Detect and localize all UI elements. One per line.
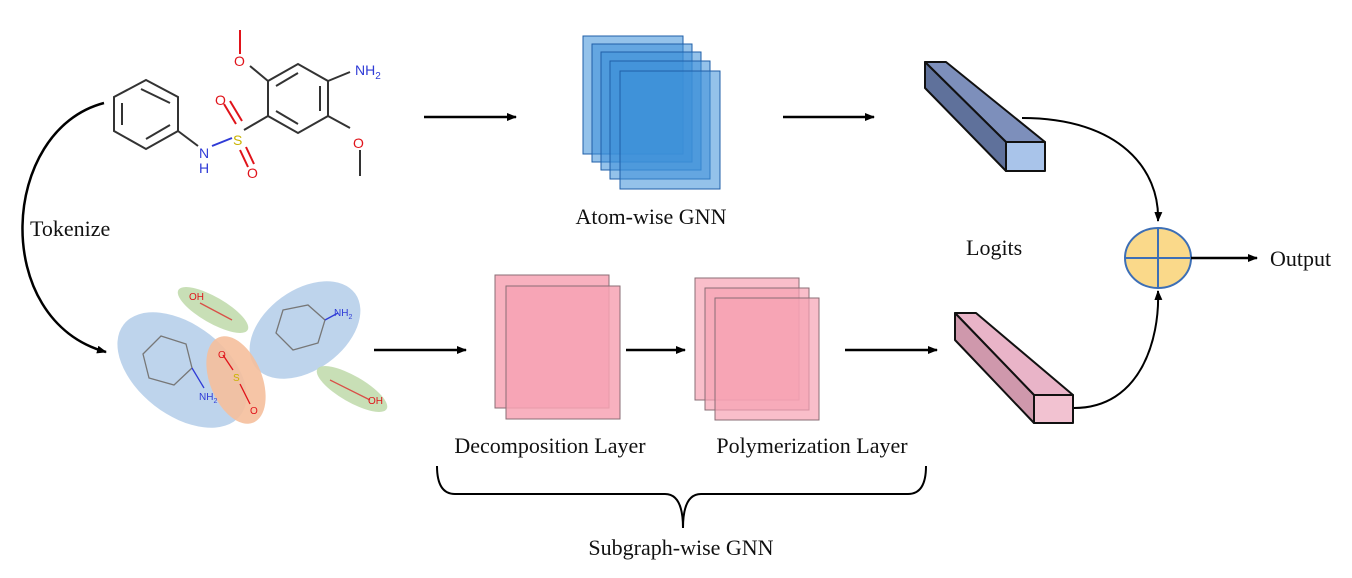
atom-nh2: NH2 [355, 62, 381, 82]
output-label: Output [1270, 246, 1331, 271]
atom-layer-5 [619, 70, 721, 190]
fragment-atom-nh2-right: NH2 [334, 308, 352, 321]
fragment-atom-s: S [233, 373, 240, 384]
tokenize-label: Tokenize [30, 216, 110, 241]
atom-n: N [199, 145, 209, 161]
atom-o-lower: O [247, 165, 258, 181]
arrow-subgraph-logits-to-sum [1073, 290, 1163, 409]
input-molecule [113, 30, 361, 176]
polymerization-layer-stack [694, 277, 820, 421]
atom-gnn-label: Atom-wise GNN [576, 204, 727, 229]
atom-logits-bar [924, 61, 1046, 172]
atom-h: H [199, 160, 209, 176]
fragment-atom-nh2-left: NH2 [199, 392, 217, 405]
fragment-aminophenyl [249, 281, 361, 379]
subgraph-gnn-label: Subgraph-wise GNN [588, 535, 773, 560]
atom-logits-front [1005, 141, 1046, 172]
atom-o-methoxy-top: O [234, 53, 245, 69]
subgraph-logits-bar [954, 312, 1074, 424]
polymerization-label: Polymerization Layer [716, 433, 908, 458]
tokenize-arrow [21, 101, 107, 354]
atom-o-methoxy-bottom: O [353, 135, 364, 151]
fragment-atom-oh-bottom: OH [368, 396, 383, 407]
polymerization-layer-3 [714, 297, 820, 421]
atom-gnn-layer-stack [582, 35, 721, 190]
decomposition-layer-2 [505, 285, 621, 420]
decomposition-layer-stack [494, 274, 621, 420]
fragment-hydroxyl-bottom [316, 366, 388, 412]
decomposition-label: Decomposition Layer [454, 433, 646, 458]
subgraph-logits-front [1033, 394, 1074, 424]
subgraph-gnn-brace [436, 465, 927, 529]
fragment-atom-oh-top: OH [189, 292, 204, 303]
arrow-atom-logits-to-sum [1021, 117, 1163, 222]
logits-label: Logits [966, 235, 1022, 260]
input-molecule-atoms: N H S O O O O NH2 [199, 53, 381, 181]
atom-s: S [233, 132, 242, 148]
fragmented-molecule: NH2 NH2 OH OH O S O [117, 281, 388, 428]
fragment-sulfonyl [206, 336, 266, 424]
fragment-atom-o-lower: O [250, 406, 258, 417]
atom-o-upper: O [215, 92, 226, 108]
sum-node [1124, 227, 1192, 289]
fragment-atom-o-upper: O [218, 350, 226, 361]
